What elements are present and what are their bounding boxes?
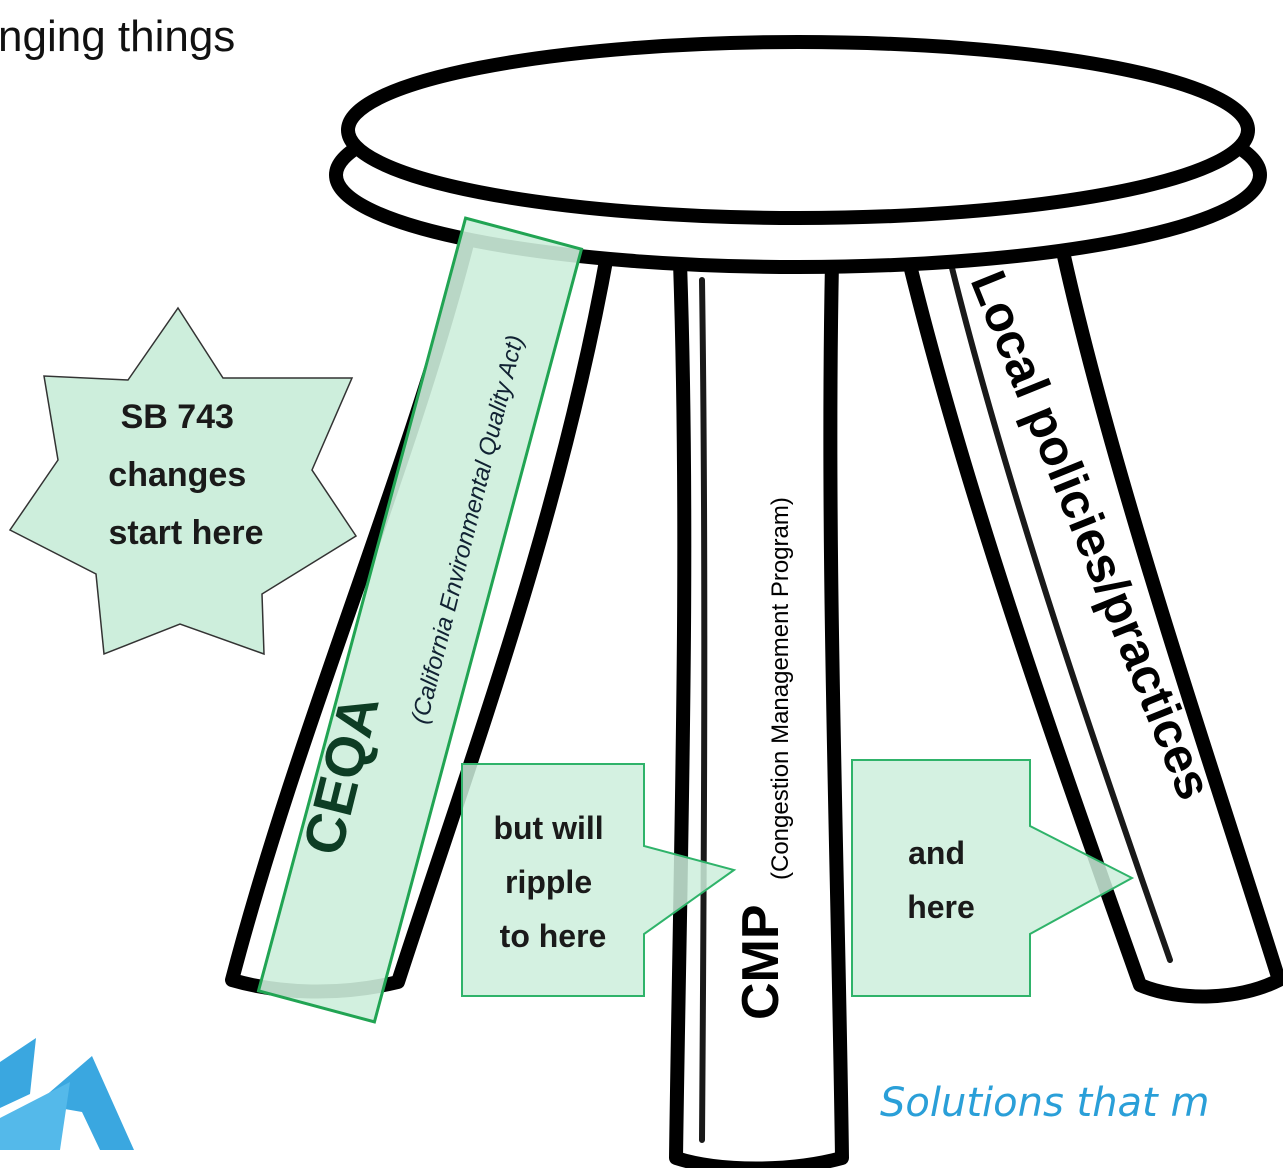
cmp-full-name: (Congestion Management Program) <box>767 497 794 880</box>
cmp-acronym: CMP <box>732 904 790 1020</box>
tagline: Solutions that m <box>880 1080 1210 1126</box>
svg-text:SB 743 changes sta: SB 743 changes start here <box>108 398 263 552</box>
star-callout-shape <box>8 306 358 656</box>
ripple-line-3: to here <box>500 918 607 954</box>
star-line-2: changes <box>108 456 246 494</box>
ripple-line-1: but will <box>493 810 603 846</box>
stool-leg-cmp <box>669 255 849 1168</box>
star-line-3: start here <box>109 514 264 552</box>
ripple-callout-shape <box>461 763 737 997</box>
organization-logo-icon <box>0 1038 134 1150</box>
slide-title: nging things <box>0 12 236 61</box>
stool-leg-local-highlight <box>949 265 1173 963</box>
stool-leg-cmp-inner <box>699 277 708 1143</box>
stool-seat-top <box>341 35 1255 225</box>
svg-text:and here: and here <box>907 835 975 925</box>
and-here-callout-shape <box>851 759 1135 997</box>
ceqa-highlight <box>256 216 584 1024</box>
and-here-line-1: and <box>908 835 965 871</box>
ripple-line-2: ripple <box>505 864 592 900</box>
and-here-line-2: here <box>907 889 975 925</box>
svg-text:but will ripple to: but will ripple to here <box>493 810 612 954</box>
star-line-1: SB 743 <box>121 398 234 436</box>
